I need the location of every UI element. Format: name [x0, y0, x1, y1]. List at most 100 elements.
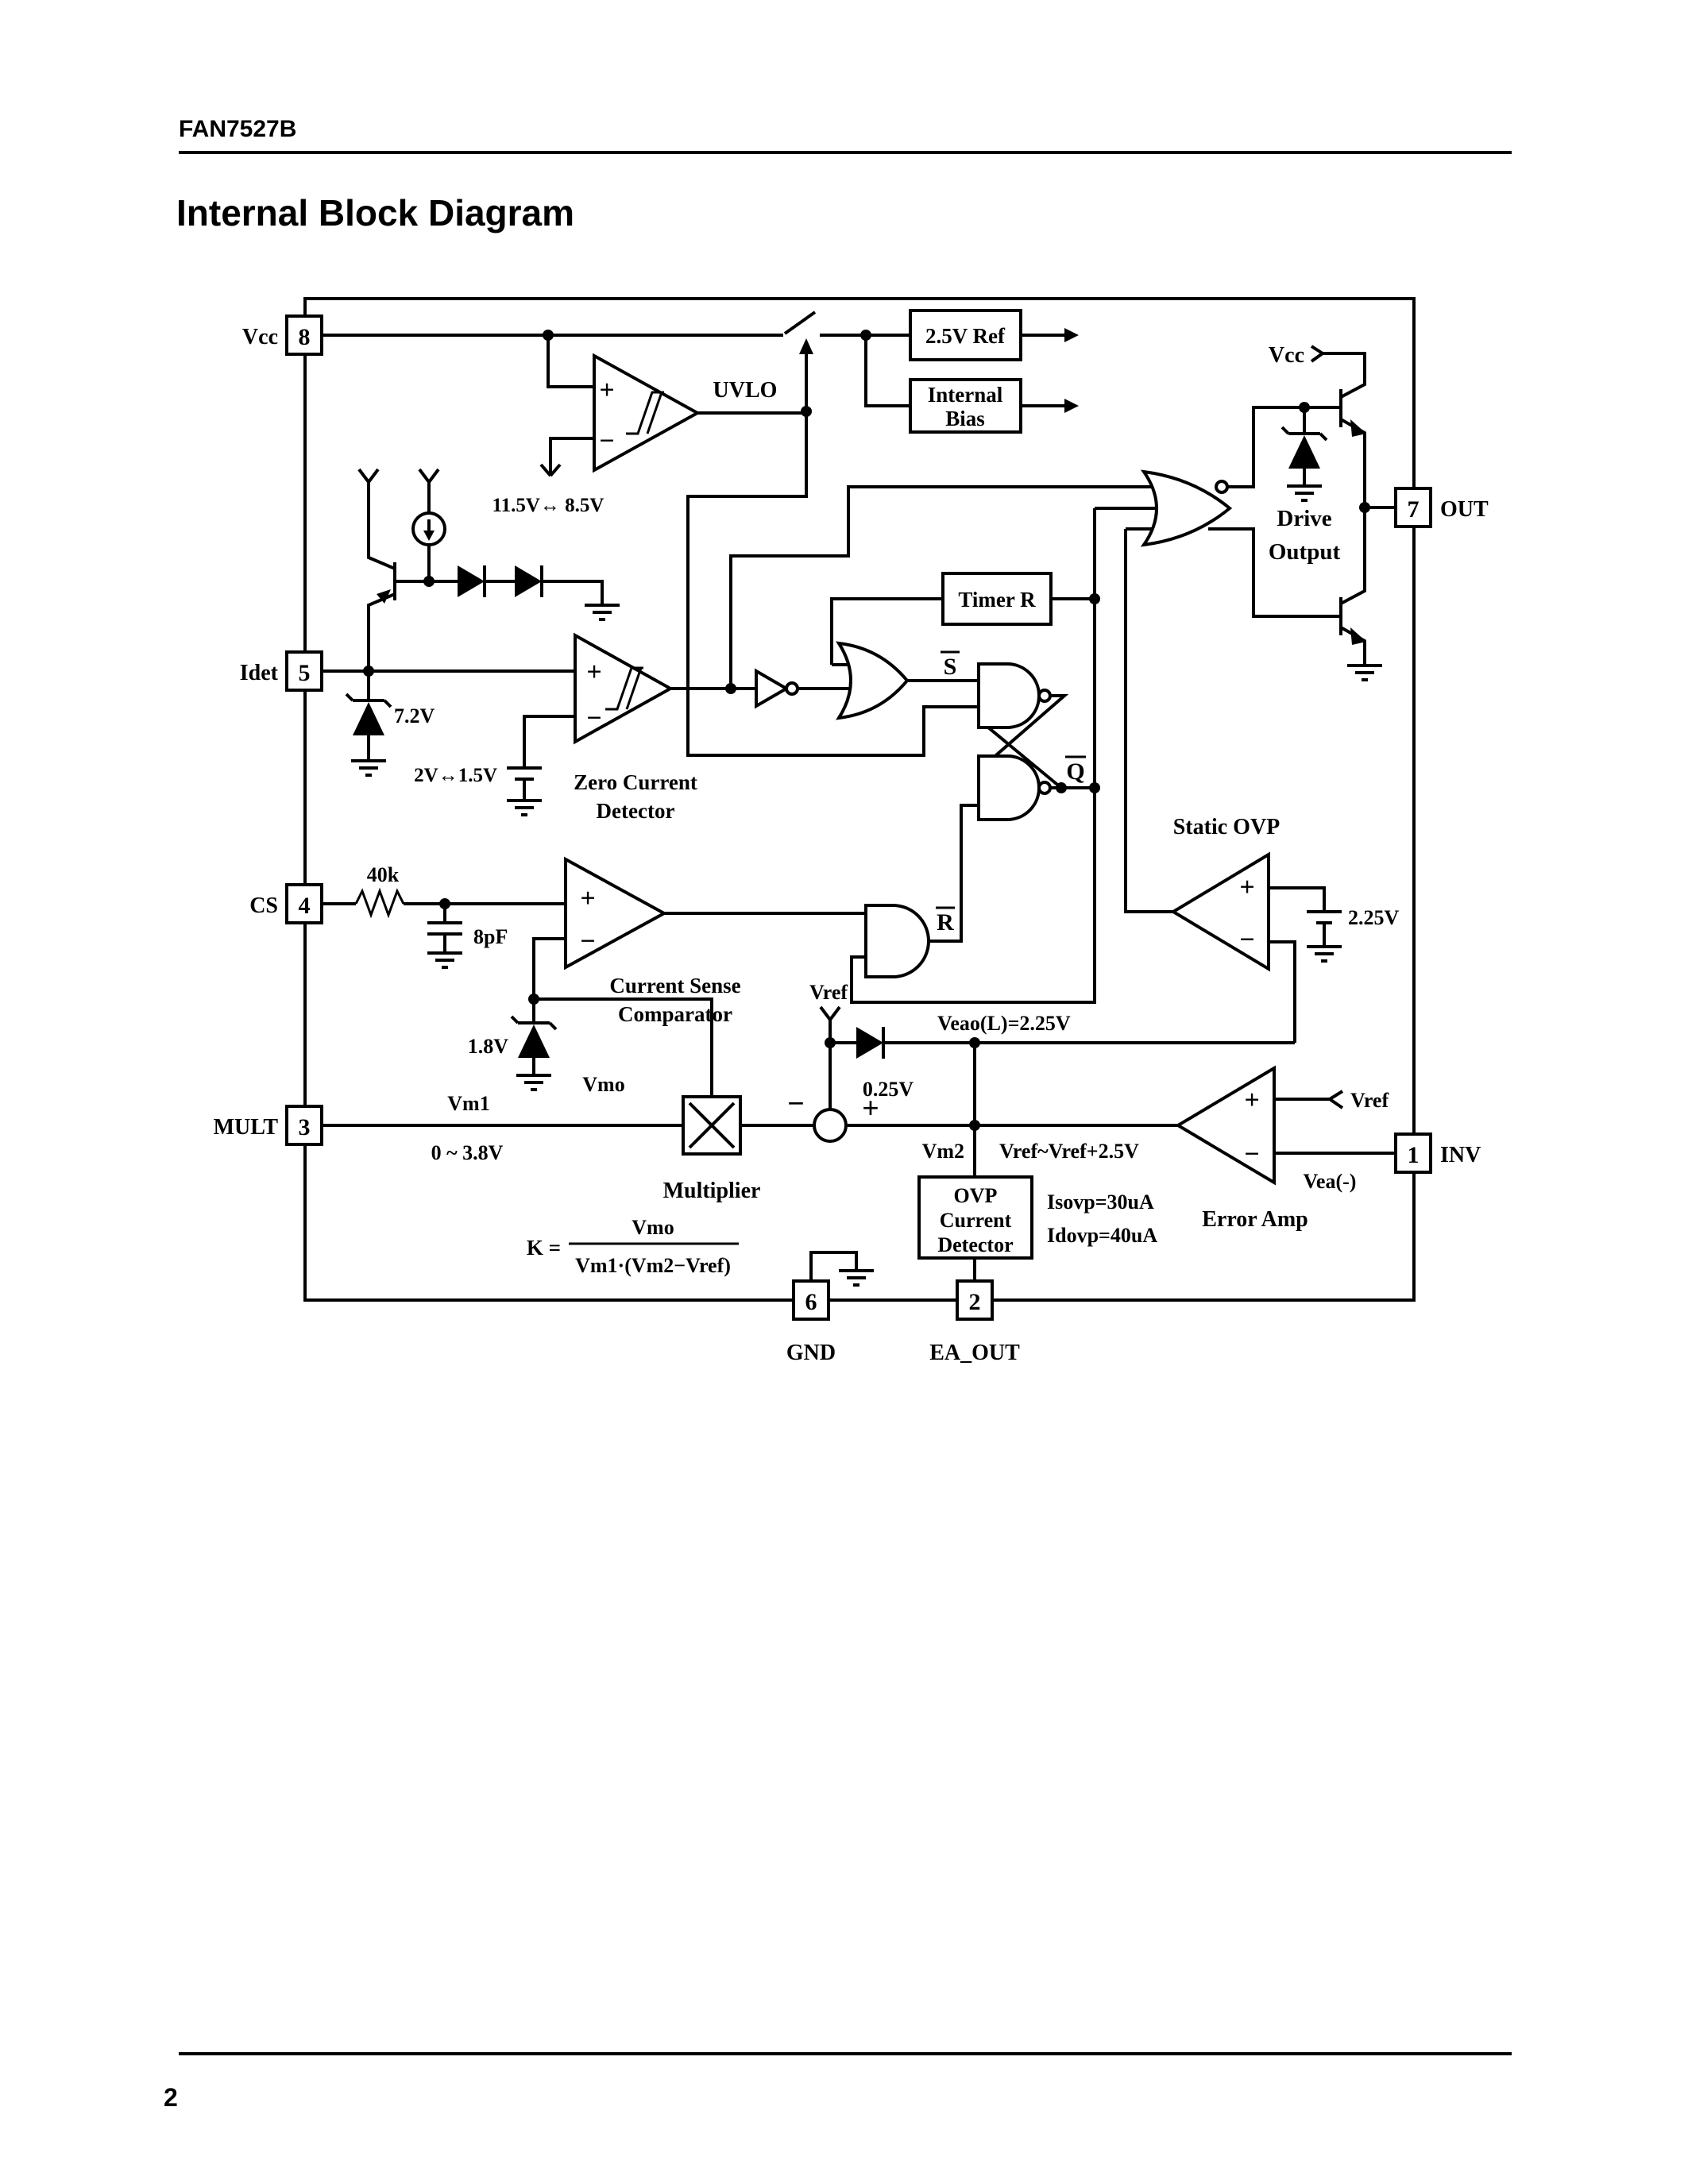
zcd-battery-icon: [507, 766, 542, 781]
ovp-label1: OVP: [954, 1184, 998, 1207]
resistor-40k-icon: [354, 887, 405, 919]
vmo-label: Vmo: [582, 1073, 624, 1096]
junction-dot: [825, 1037, 836, 1048]
error-amp-label: Error Amp: [1202, 1207, 1308, 1232]
vm2-range-label: Vref~Vref+2.5V: [999, 1140, 1139, 1163]
logic-shapes: [564, 353, 1276, 1186]
uvlo-minus-sign: −: [599, 426, 614, 456]
ref-25v-block: [909, 309, 1022, 361]
uvlo-plus-wire: [547, 335, 602, 388]
ground-icon: [427, 951, 462, 969]
ground-icon: [1307, 945, 1342, 963]
timer-r-label: Timer R: [958, 588, 1036, 612]
pin-3-label: MULT: [214, 1115, 279, 1140]
pin-1-label: INV: [1440, 1143, 1481, 1167]
junction-dot: [528, 994, 539, 1005]
junction-dot: [969, 1120, 980, 1131]
ground-icon: [516, 1074, 551, 1091]
pin-2-number: 2: [969, 1289, 981, 1315]
pin-6-box: [792, 1279, 830, 1321]
inverter-bubble-icon: [785, 681, 799, 696]
diode1-icon: [458, 565, 485, 597]
sum-minus-sign: −: [787, 1087, 805, 1121]
vcc-branch-icon: [1310, 345, 1324, 363]
internal-bias-label1: Internal: [928, 383, 1003, 407]
nor-gate: [1140, 469, 1233, 547]
zcd-plus-sign: +: [586, 658, 601, 687]
pin-8-label: Vcc: [242, 325, 278, 349]
sovp-minus-sign: −: [1239, 925, 1254, 955]
junction-dot: [969, 1037, 980, 1048]
pin-1-box: [1394, 1133, 1432, 1174]
page-header: FAN7527B Internal Block Diagram: [176, 116, 1512, 233]
zcd-to-nor-wire: [729, 485, 1168, 689]
nand1-cross-wire: [977, 694, 1069, 772]
transistor-emitter-wire: [367, 482, 396, 570]
switch-arrow-icon: [799, 338, 813, 354]
vm1-range-label: 0 ~ 3.8V: [431, 1141, 504, 1164]
zener18-bar: [510, 1015, 558, 1031]
supply-arrow-icon: [357, 468, 380, 484]
current-sense-comparator: [564, 856, 668, 970]
diode2-bar: [540, 565, 604, 604]
uvlo-minus-wire: [549, 437, 602, 474]
pin-4-label: CS: [249, 893, 278, 918]
vm1-label: Vm1: [447, 1092, 489, 1115]
nor-top-out-wire: [1227, 406, 1341, 488]
timer-r-block: [941, 572, 1053, 626]
vref-branch-icon: [1328, 1090, 1344, 1109]
junction-dot: [543, 330, 554, 341]
hysteresis-icon: [605, 666, 643, 711]
zcd-minus-wire: [523, 715, 575, 766]
ground-icon: [507, 799, 542, 816]
junction-dot: [1089, 782, 1100, 793]
ground-icon: [1347, 664, 1382, 681]
diagram-labels: + − UVLO 11.5V↔ 8.5V Vcc Drive Output + …: [367, 343, 1400, 1277]
gnd-pin-wire: [809, 1251, 858, 1281]
multiplier-label: Multiplier: [663, 1179, 761, 1203]
pin-2-box: [956, 1279, 994, 1321]
function-blocks: 2.5V Ref Internal Bias Timer R OVP Curre…: [682, 309, 1053, 1260]
vmo-wire: [534, 997, 713, 1097]
uvlo-label: UVLO: [713, 378, 778, 403]
formula-denominator: Vm1·(Vm2−Vref): [575, 1254, 731, 1277]
nor-bubble-icon: [1215, 480, 1229, 494]
pin-1-number: 1: [1408, 1142, 1420, 1168]
bias-out-arrow-icon: [1064, 399, 1079, 413]
multiplier-x-icon: [688, 1102, 736, 1149]
or-gate: [836, 641, 910, 720]
resistor-40k-label: 40k: [367, 863, 400, 886]
diode2-icon: [515, 565, 542, 597]
zcd-label2: Detector: [597, 799, 675, 823]
junction-dot: [860, 330, 871, 341]
npn-arrow-icon: [1350, 627, 1366, 645]
internal-bias-label2: Bias: [945, 407, 985, 430]
vea-minus-label: Vea(-): [1304, 1170, 1357, 1193]
ea-plus-sign: +: [1244, 1086, 1259, 1115]
junction-dot: [363, 666, 374, 677]
q-bar-label: Q: [1066, 758, 1084, 785]
cap-8pf-label: 8pF: [473, 925, 508, 948]
pin-5-box: [285, 650, 323, 692]
pin-5-number: 5: [299, 660, 311, 686]
nand2-bubble-icon: [1037, 781, 1052, 795]
transistor-arrow-icon: [377, 589, 391, 604]
ref-25v-label: 2.5V Ref: [925, 324, 1006, 348]
diode-025-icon: [856, 1027, 883, 1059]
current-source-icon: [411, 511, 446, 546]
nand-gate-1: [977, 662, 1041, 729]
ground-icon: [839, 1269, 874, 1287]
vcc-drive-label: Vcc: [1269, 343, 1304, 368]
ground-icon: [351, 759, 386, 777]
junction-dot: [423, 576, 435, 587]
supply-arrow-icon: [418, 468, 440, 484]
and-gate: [864, 904, 930, 978]
pin-7-box: [1394, 487, 1432, 528]
r-bar-wire: [927, 804, 979, 943]
cs-minus-sign: −: [580, 927, 595, 956]
ref-out-arrow-icon: [1064, 328, 1079, 342]
zcd-hysteresis-label: 2V↔1.5V: [414, 765, 497, 786]
summing-junction-icon: [813, 1108, 848, 1143]
